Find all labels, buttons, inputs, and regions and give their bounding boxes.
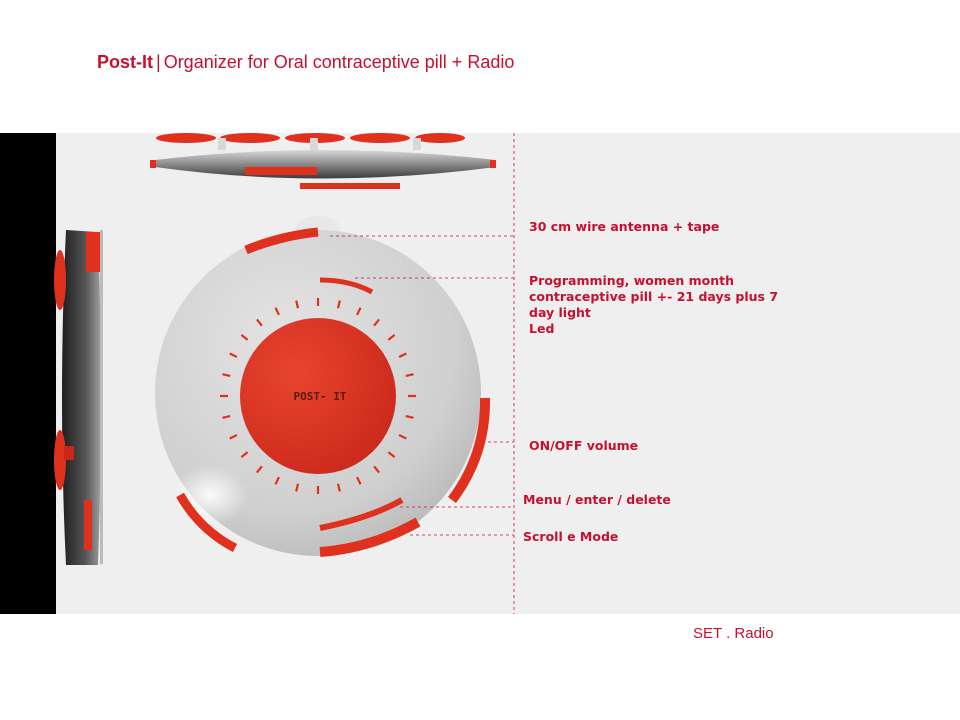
day-tick-marks <box>220 298 416 494</box>
tick-mark <box>405 414 414 419</box>
face-logo: POST- IT <box>294 390 347 403</box>
brand-name: Post-It <box>97 52 153 72</box>
tick-mark <box>387 451 396 458</box>
red-face <box>240 318 396 474</box>
title-separator: | <box>156 52 161 72</box>
title-subtitle: Organizer for Oral contraceptive pill + … <box>163 52 515 72</box>
tick-mark <box>295 300 300 309</box>
tick-mark <box>398 352 407 358</box>
tick-mark <box>240 334 249 341</box>
tick-mark <box>373 465 380 474</box>
tick-mark <box>405 373 414 378</box>
tick-mark <box>274 476 280 485</box>
callout-scroll: Scroll e Mode <box>523 529 619 544</box>
tick-mark <box>274 307 280 316</box>
side-view <box>54 230 103 565</box>
callout-programming-line2: contraceptive pill +- 21 days plus 7 <box>529 289 779 304</box>
callout-programming-line4: Led <box>529 321 555 336</box>
callout-programming-line3: day light <box>529 305 591 320</box>
callout-programming-line1: Programming, women month <box>529 273 735 288</box>
tick-mark <box>356 307 362 316</box>
tick-mark <box>295 483 300 492</box>
tick-mark <box>229 352 238 358</box>
callout-antenna: 30 cm wire antenna + tape <box>529 219 720 234</box>
tick-mark <box>256 318 263 327</box>
callout-menu: Menu / enter / delete <box>523 492 671 507</box>
tick-mark <box>373 318 380 327</box>
footer-caption: SET . Radio <box>693 625 774 642</box>
tick-mark <box>229 434 238 440</box>
tick-mark <box>222 414 231 419</box>
left-black-bar <box>0 133 56 614</box>
callout-onoff: ON/OFF volume <box>529 438 639 453</box>
tick-mark <box>387 334 396 341</box>
page-title: Post-It|Organizer for Oral contraceptive… <box>97 52 514 73</box>
tick-mark <box>256 465 263 474</box>
tick-mark <box>240 451 249 458</box>
top-view <box>150 133 496 189</box>
rim-arcs <box>176 227 491 557</box>
tick-mark <box>336 300 341 309</box>
callout-programming: Programming, women month contraceptive p… <box>529 273 778 337</box>
tick-mark <box>222 373 231 378</box>
tick-mark <box>398 434 407 440</box>
tick-mark <box>356 476 362 485</box>
tick-mark <box>336 483 341 492</box>
leader-lines <box>330 133 515 614</box>
